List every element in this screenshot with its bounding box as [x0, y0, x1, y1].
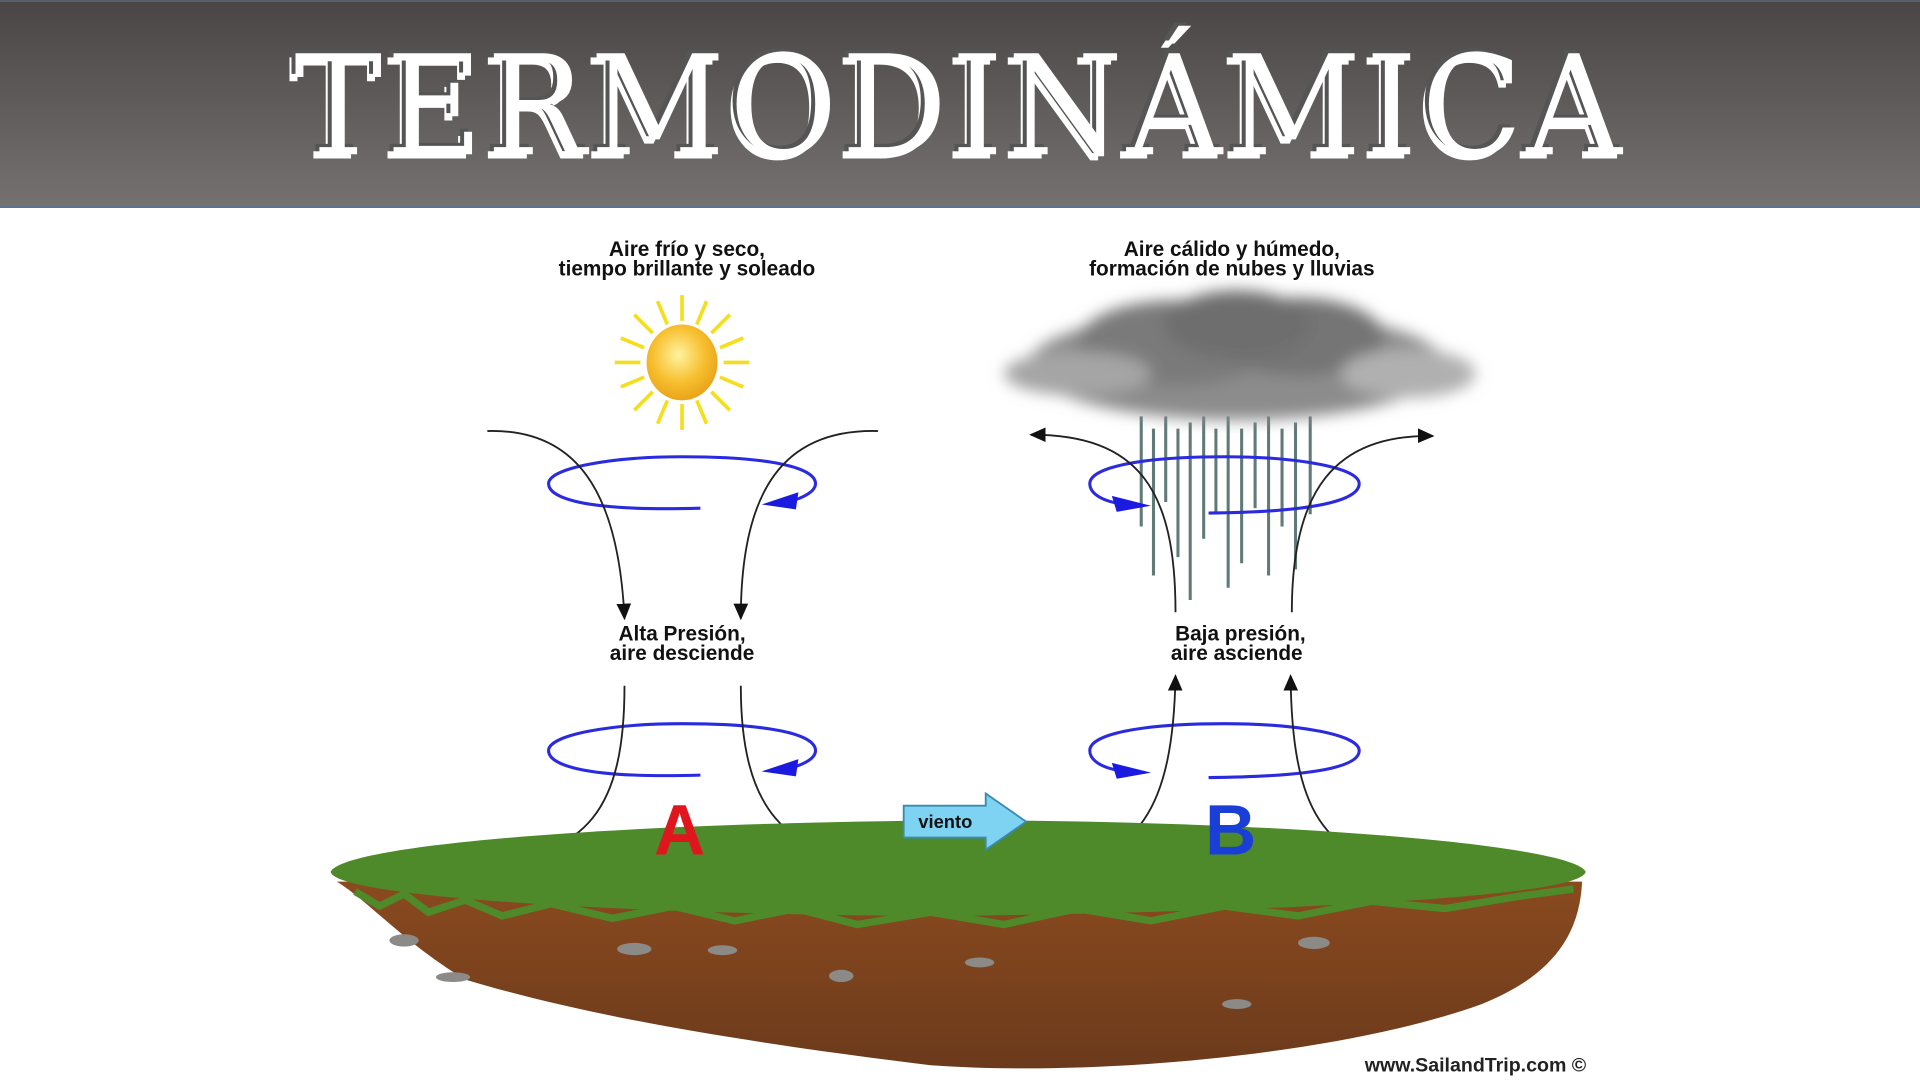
high-caption-line1: Aire frío y seco, — [609, 238, 765, 261]
page-title: TERMODINÁMICA — [294, 26, 1626, 188]
sun-icon — [614, 295, 750, 430]
circulation-arrowheads — [761, 492, 1152, 779]
low-pressure-label-line2: aire asciende — [1171, 642, 1303, 665]
low-pressure-letter: B — [1205, 792, 1256, 871]
high-pressure-label-line1: Alta Presión, — [618, 622, 745, 645]
wind-label: viento — [918, 811, 972, 832]
wind-arrow: viento — [902, 791, 1028, 852]
low-caption-line1: Aire cálido y húmedo, — [1124, 238, 1340, 261]
high-caption-line2: tiempo brillante y soleado — [559, 258, 816, 281]
title-banner: TERMODINÁMICA — [0, 0, 1920, 208]
high-pressure-label-line2: aire desciende — [610, 642, 755, 665]
image-credit: www.SailandTrip.com © — [1364, 1054, 1587, 1076]
low-pressure-label-line1: Baja presión, — [1175, 622, 1306, 645]
low-caption-line2: formación de nubes y lluvias — [1089, 258, 1374, 281]
circulation-rings — [547, 455, 1361, 780]
high-pressure-letter: A — [654, 792, 705, 871]
rain-icon — [1139, 416, 1312, 600]
cloud-icon — [1004, 290, 1476, 420]
ground-island — [330, 820, 1586, 1069]
